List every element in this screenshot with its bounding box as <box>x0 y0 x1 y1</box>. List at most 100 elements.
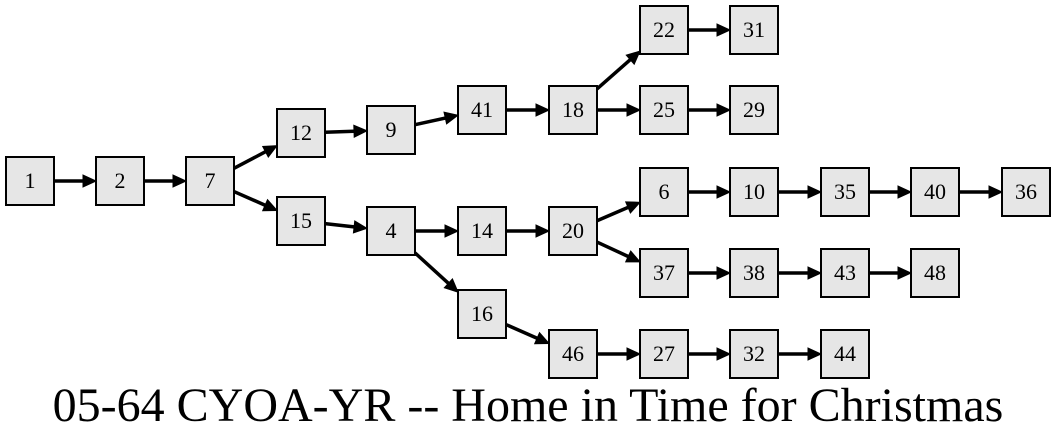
arrowhead <box>172 174 188 188</box>
arrowhead <box>807 185 823 199</box>
node-38: 38 <box>729 248 779 298</box>
node-box <box>639 5 689 55</box>
node-37: 37 <box>639 248 689 298</box>
node-44: 44 <box>820 329 870 379</box>
arrowhead <box>82 174 98 188</box>
edge-43-48 <box>869 266 913 280</box>
arrowhead <box>716 347 732 361</box>
node-box <box>5 156 55 206</box>
node-40: 40 <box>910 167 960 217</box>
node-label: 40 <box>924 179 946 204</box>
edge-32-44 <box>778 347 823 361</box>
node-box <box>548 206 598 256</box>
edge-6-10 <box>688 185 732 199</box>
node-4: 4 <box>366 206 416 256</box>
node-label: 12 <box>290 120 312 145</box>
node-box <box>729 85 779 135</box>
node-label: 27 <box>653 341 675 366</box>
edge-41-18 <box>506 103 551 117</box>
node-12: 12 <box>276 108 326 158</box>
node-box <box>729 167 779 217</box>
node-box <box>820 329 870 379</box>
node-35: 35 <box>820 167 870 217</box>
node-label: 4 <box>386 218 397 243</box>
node-label: 22 <box>653 17 675 42</box>
edge-18-25 <box>597 103 642 117</box>
arrowhead <box>443 111 460 125</box>
node-label: 38 <box>743 260 765 285</box>
edge-1-2 <box>54 174 98 188</box>
node-box <box>820 248 870 298</box>
node-label: 1 <box>25 168 36 193</box>
diagram-caption: 05-64 CYOA-YR -- Home in Time for Christ… <box>52 379 1004 432</box>
node-label: 10 <box>743 179 765 204</box>
node-box <box>457 206 507 256</box>
node-label: 46 <box>562 341 584 366</box>
arrowhead <box>626 347 642 361</box>
node-box <box>910 248 960 298</box>
node-2: 2 <box>95 156 145 206</box>
node-label: 16 <box>471 301 493 326</box>
arrowhead <box>624 201 642 214</box>
node-32: 32 <box>729 329 779 379</box>
node-10: 10 <box>729 167 779 217</box>
node-box <box>366 206 416 256</box>
node-label: 9 <box>386 117 397 142</box>
node-box <box>366 105 416 155</box>
node-box <box>910 167 960 217</box>
edge-line <box>413 251 450 285</box>
edge-4-16 <box>413 251 459 293</box>
node-box <box>1001 167 1051 217</box>
node-36: 36 <box>1001 167 1051 217</box>
node-6: 6 <box>639 167 689 217</box>
arrowhead <box>443 278 459 293</box>
edge-10-35 <box>778 185 823 199</box>
edge-7-15 <box>233 189 279 212</box>
node-label: 7 <box>205 168 216 193</box>
arrowhead <box>444 224 460 238</box>
node-box <box>95 156 145 206</box>
node-box <box>276 108 326 158</box>
arrowhead <box>716 266 732 280</box>
node-box <box>548 329 598 379</box>
node-label: 41 <box>471 97 493 122</box>
edge-2-7 <box>144 174 188 188</box>
node-box <box>639 329 689 379</box>
node-box <box>639 167 689 217</box>
node-1: 1 <box>5 156 55 206</box>
edge-14-20 <box>506 224 551 238</box>
edge-20-37 <box>596 240 642 263</box>
node-9: 9 <box>366 105 416 155</box>
arrowhead <box>897 266 913 280</box>
arrowhead <box>625 50 641 66</box>
edge-line <box>595 58 632 91</box>
arrowhead <box>626 103 642 117</box>
arrowhead <box>716 185 732 199</box>
edge-line <box>233 150 267 170</box>
edge-25-29 <box>688 103 732 117</box>
node-31: 31 <box>729 5 779 55</box>
node-label: 31 <box>743 17 765 42</box>
node-label: 32 <box>743 341 765 366</box>
node-label: 6 <box>659 179 670 204</box>
edge-line <box>414 116 446 127</box>
edge-line <box>233 189 266 207</box>
arrowhead <box>353 124 369 139</box>
node-15: 15 <box>276 196 326 246</box>
node-label: 44 <box>834 341 856 366</box>
node-20: 20 <box>548 206 598 256</box>
node-label: 35 <box>834 179 856 204</box>
node-18: 18 <box>548 85 598 135</box>
node-label: 37 <box>653 260 675 285</box>
node-label: 2 <box>115 168 126 193</box>
node-box <box>548 85 598 135</box>
node-14: 14 <box>457 206 507 256</box>
node-7: 7 <box>185 156 235 206</box>
edge-line <box>324 129 355 134</box>
edge-46-27 <box>597 347 642 361</box>
edge-line <box>324 221 355 229</box>
arrowhead <box>261 145 279 158</box>
arrowhead <box>535 103 551 117</box>
node-box <box>276 196 326 246</box>
edge-9-41 <box>414 111 460 127</box>
